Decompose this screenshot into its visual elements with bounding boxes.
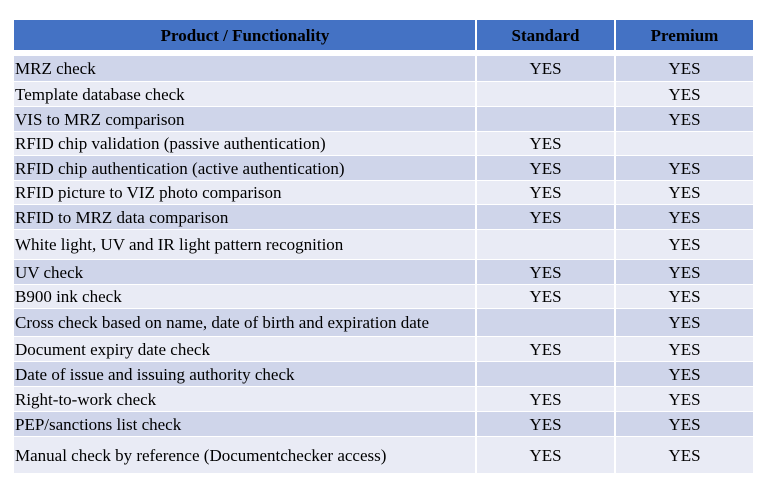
row-premium-value: YES <box>616 230 753 260</box>
row-premium-value: YES <box>616 82 753 107</box>
table-row: Template database check YES <box>14 82 753 107</box>
row-standard-value: YES <box>477 181 616 205</box>
row-standard-value <box>477 82 616 107</box>
header-product-functionality: Product / Functionality <box>14 20 477 53</box>
row-premium-value: YES <box>616 107 753 132</box>
row-standard-value: YES <box>477 387 616 412</box>
row-standard-value: YES <box>477 285 616 309</box>
row-label: PEP/sanctions list check <box>14 412 477 437</box>
row-premium-value: YES <box>616 181 753 205</box>
row-label: UV check <box>14 260 477 285</box>
row-label: Date of issue and issuing authority chec… <box>14 362 477 387</box>
row-label: VIS to MRZ comparison <box>14 107 477 132</box>
row-label: RFID chip authentication (active authent… <box>14 156 477 181</box>
header-premium: Premium <box>616 20 753 53</box>
row-standard-value: YES <box>477 412 616 437</box>
row-premium-value: YES <box>616 412 753 437</box>
row-premium-value: YES <box>616 387 753 412</box>
row-label: White light, UV and IR light pattern rec… <box>14 230 477 260</box>
table-header-row: Product / Functionality Standard Premium <box>14 20 753 56</box>
row-label: Document expiry date check <box>14 337 477 362</box>
row-standard-value <box>477 107 616 132</box>
row-label: Manual check by reference (Documentcheck… <box>14 437 477 474</box>
row-premium-value: YES <box>616 362 753 387</box>
row-premium-value: YES <box>616 285 753 309</box>
row-premium-value: YES <box>616 205 753 230</box>
row-standard-value <box>477 309 616 337</box>
row-label: Template database check <box>14 82 477 107</box>
row-standard-value: YES <box>477 437 616 474</box>
table-row: White light, UV and IR light pattern rec… <box>14 230 753 260</box>
table-row: RFID chip validation (passive authentica… <box>14 132 753 156</box>
table-row: Cross check based on name, date of birth… <box>14 309 753 337</box>
row-standard-value: YES <box>477 337 616 362</box>
table-row: Date of issue and issuing authority chec… <box>14 362 753 387</box>
row-label: RFID picture to VIZ photo comparison <box>14 181 477 205</box>
row-standard-value <box>477 230 616 260</box>
row-label: B900 ink check <box>14 285 477 309</box>
header-standard: Standard <box>477 20 616 53</box>
row-standard-value: YES <box>477 260 616 285</box>
table-row: VIS to MRZ comparison YES <box>14 107 753 132</box>
row-label: Cross check based on name, date of birth… <box>14 309 477 337</box>
row-label: MRZ check <box>14 56 477 82</box>
row-premium-value: YES <box>616 260 753 285</box>
row-standard-value: YES <box>477 132 616 156</box>
row-standard-value: YES <box>477 205 616 230</box>
row-label: Right-to-work check <box>14 387 477 412</box>
row-standard-value: YES <box>477 156 616 181</box>
row-premium-value: YES <box>616 156 753 181</box>
row-premium-value <box>616 132 753 156</box>
row-label: RFID chip validation (passive authentica… <box>14 132 477 156</box>
row-premium-value: YES <box>616 56 753 82</box>
row-standard-value <box>477 362 616 387</box>
table-row: Manual check by reference (Documentcheck… <box>14 437 753 474</box>
row-label: RFID to MRZ data comparison <box>14 205 477 230</box>
feature-comparison-table: Product / Functionality Standard Premium… <box>14 20 753 474</box>
row-premium-value: YES <box>616 309 753 337</box>
table-row: RFID chip authentication (active authent… <box>14 156 753 181</box>
row-standard-value: YES <box>477 56 616 82</box>
row-premium-value: YES <box>616 437 753 474</box>
row-premium-value: YES <box>616 337 753 362</box>
